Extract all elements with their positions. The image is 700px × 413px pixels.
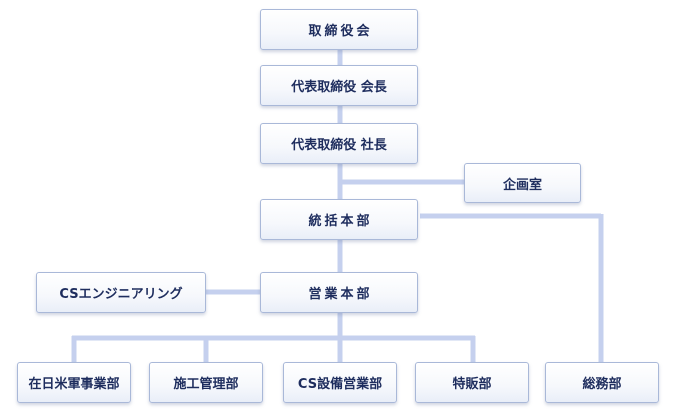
box-special-sales: 特販部 <box>415 362 529 403</box>
box-hq-sales: 営業本部 <box>260 272 418 313</box>
box-cs-equipment-sales: CS設備営業部 <box>283 362 397 403</box>
box-zainichi-beigun: 在日米軍事業部 <box>17 362 131 403</box>
box-cs-engineering: CSエンジニアリング <box>36 272 206 313</box>
box-chairman: 代表取締役 会長 <box>260 65 418 106</box>
box-board: 取締役会 <box>260 9 418 50</box>
box-hq-general: 統括本部 <box>260 199 418 240</box>
box-planning: 企画室 <box>464 163 581 203</box>
box-president: 代表取締役 社長 <box>260 123 418 164</box>
box-construction-mgmt: 施工管理部 <box>149 362 263 403</box>
box-general-affairs: 総務部 <box>545 362 659 403</box>
